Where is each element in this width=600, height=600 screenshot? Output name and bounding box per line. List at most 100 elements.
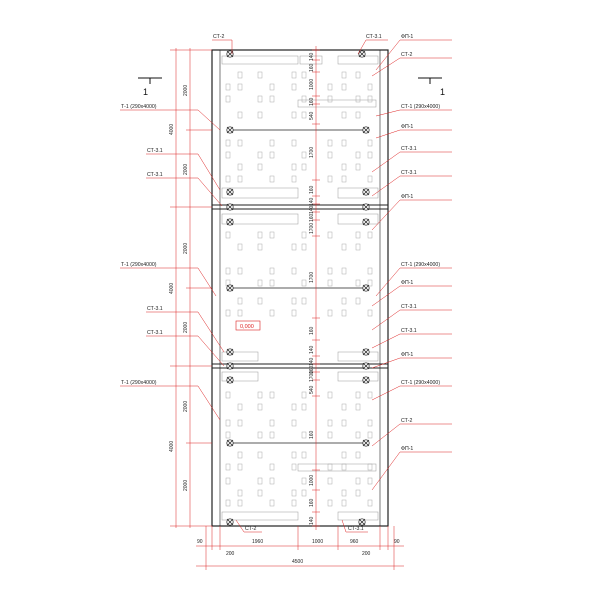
dim-lo-1: 4000 (169, 283, 175, 294)
openings (225, 71, 373, 507)
label-right-7: СТ-1 (290х4000) (401, 262, 440, 268)
opening (355, 151, 361, 159)
opening (269, 175, 275, 183)
connector-symbol (362, 203, 370, 211)
connector-symbols (226, 50, 370, 526)
opening (257, 489, 263, 497)
opening (237, 163, 243, 171)
label-right-12: СТ-1 (290х4000) (401, 380, 440, 386)
connector-symbol (362, 439, 370, 447)
opening (355, 71, 361, 79)
dim-lo-0: 4000 (169, 124, 175, 135)
dim-li-5: 2000 (183, 480, 189, 491)
opening (257, 243, 263, 251)
dim-b-3: 1000 (312, 539, 323, 545)
dim-center-6: 160 (309, 185, 315, 194)
opening (355, 297, 361, 305)
section-mark-right: 1 (418, 77, 445, 97)
opening (237, 111, 243, 119)
opening (341, 175, 347, 183)
opening (341, 243, 347, 251)
dim-center-12: 160 (309, 326, 315, 335)
dim-total: 4500 (292, 559, 303, 565)
connector-symbol (226, 439, 234, 447)
opening (327, 151, 333, 159)
opening (269, 139, 275, 147)
opening (327, 175, 333, 183)
opening (291, 267, 297, 275)
dim-center-10: 1700 (309, 223, 315, 234)
label-left-5: СТ-3.1 (147, 330, 163, 336)
opening (291, 463, 297, 471)
opening (269, 231, 275, 239)
right-labels: ФП-1СТ-2СТ-1 (290х4000)ФП-1СТ-3.1СТ-3.1Ф… (371, 34, 452, 491)
opening (355, 279, 361, 287)
connector-symbol (226, 126, 234, 134)
opening (341, 297, 347, 305)
opening (327, 419, 333, 427)
connector-symbol (226, 362, 234, 370)
opening (327, 431, 333, 439)
label-right-9: СТ-3.1 (401, 304, 417, 310)
label-right-0: ФП-1 (401, 34, 413, 40)
opening (327, 139, 333, 147)
opening (301, 95, 307, 103)
left-labels: Т-1 (290х4000)СТ-3.1СТ-3.1Т-1 (290х4000)… (120, 104, 225, 421)
opening (269, 477, 275, 485)
opening (291, 419, 297, 427)
opening (269, 95, 275, 103)
connector-symbol (362, 348, 370, 356)
label-right-10: СТ-3.1 (401, 328, 417, 334)
opening (341, 451, 347, 459)
dim-b-5: 200 (362, 551, 371, 557)
opening (237, 403, 243, 411)
opening (341, 111, 347, 119)
opening (269, 419, 275, 427)
label-st31-bottom: СТ-3.1 (348, 526, 364, 532)
connector-symbol (362, 188, 370, 196)
opening (237, 243, 243, 251)
opening (291, 83, 297, 91)
opening (341, 309, 347, 317)
connector-symbol (358, 50, 366, 58)
opening (257, 71, 263, 79)
opening (355, 243, 361, 251)
opening (327, 83, 333, 91)
section-number-right: 1 (440, 87, 445, 97)
opening (355, 431, 361, 439)
opening (301, 231, 307, 239)
dim-b-4: 960 (350, 539, 359, 545)
dim-center-8: 140 (309, 205, 315, 214)
connector-symbol (362, 362, 370, 370)
label-right-13: СТ-2 (401, 418, 412, 424)
elevation-text: 0,000 (240, 324, 254, 330)
connector-symbol (226, 518, 234, 526)
opening (367, 419, 373, 427)
opening (355, 451, 361, 459)
opening (301, 489, 307, 497)
label-right-2: СТ-1 (290х4000) (401, 104, 440, 110)
connector-symbol (362, 218, 370, 226)
opening (301, 163, 307, 171)
opening (341, 499, 347, 507)
opening (341, 463, 347, 471)
dim-center-2: 1000 (309, 79, 315, 90)
opening (225, 151, 231, 159)
opening (269, 83, 275, 91)
connector-symbol (362, 284, 370, 292)
opening (237, 463, 243, 471)
label-left-6: Т-1 (290х4000) (121, 380, 157, 386)
opening (225, 267, 231, 275)
dim-li-3: 2000 (183, 322, 189, 333)
opening (327, 279, 333, 287)
opening (291, 403, 297, 411)
opening (355, 489, 361, 497)
opening (367, 175, 373, 183)
opening (301, 71, 307, 79)
opening (367, 309, 373, 317)
opening (301, 243, 307, 251)
opening (355, 95, 361, 103)
opening (327, 499, 333, 507)
opening (327, 309, 333, 317)
